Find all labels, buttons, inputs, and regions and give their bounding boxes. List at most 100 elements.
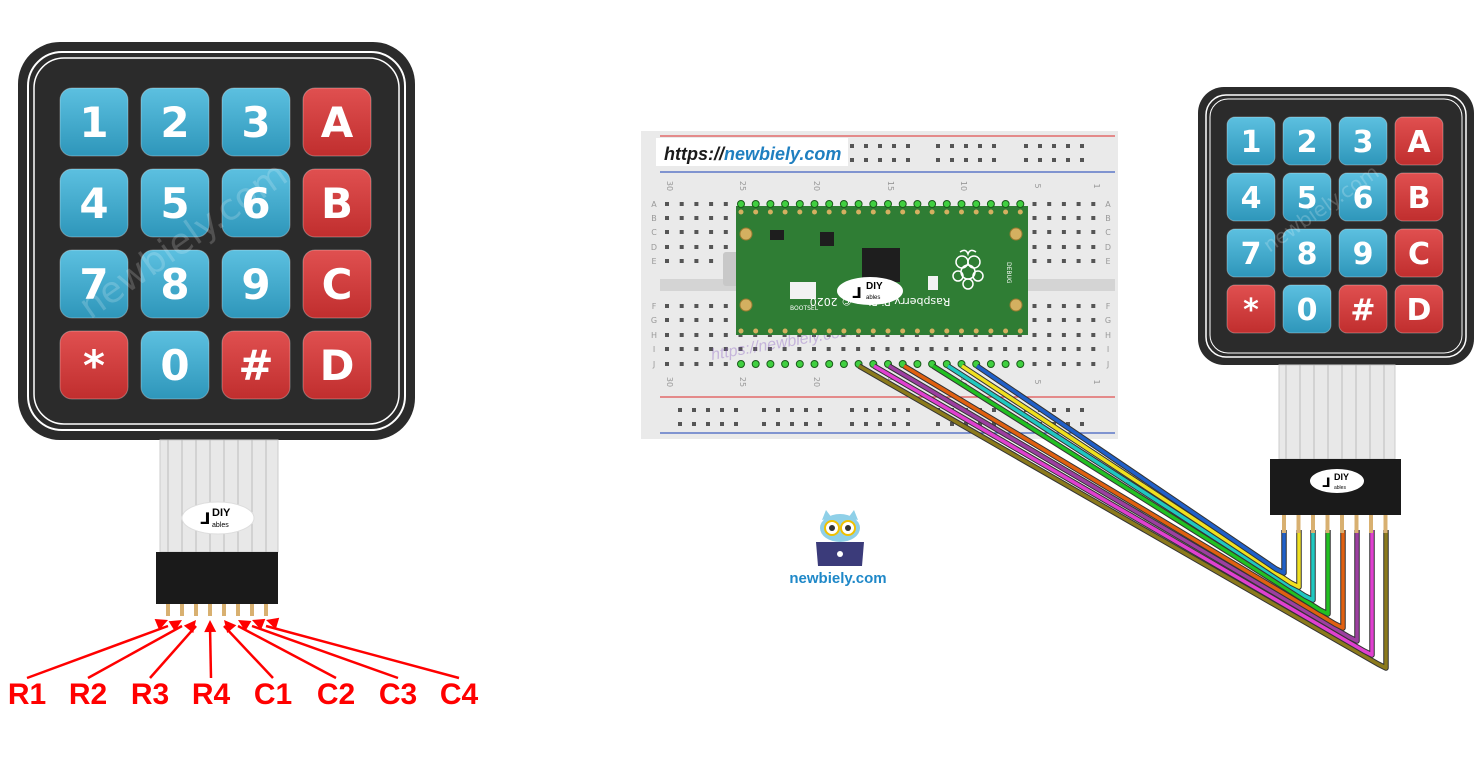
pin-label-r1: R1 <box>8 678 46 711</box>
row-letter: D <box>1105 243 1111 252</box>
keypad-small-key-5[interactable]: 5 <box>1282 172 1332 222</box>
keypad-small-key-label: 3 <box>1353 125 1374 160</box>
keypad-small-key-7[interactable]: B <box>1394 172 1444 222</box>
keypad-large-key-11[interactable]: C <box>302 249 372 319</box>
keypad-large-key-15[interactable]: D <box>302 330 372 400</box>
keypad-large-ribbon: ⅃ DIY ables <box>156 439 279 616</box>
newbiely-logo-text: newbiely.com <box>789 570 886 587</box>
debug-label: DEBUG <box>1005 262 1012 284</box>
keypad-large-key-label: D <box>320 341 355 390</box>
row-letter: C <box>1105 228 1111 237</box>
pin-arrow <box>237 620 337 680</box>
keypad-large-key-label: 3 <box>241 98 270 147</box>
keypad-small-key-label: D <box>1407 293 1432 328</box>
keypad-large-key-label: A <box>321 98 354 147</box>
keypad-large-key-7[interactable]: B <box>302 168 372 238</box>
keypad-small-key-15[interactable]: D <box>1394 284 1444 334</box>
keypad-large-key-label: * <box>83 341 105 390</box>
jumper-wire-3 <box>903 364 1345 630</box>
diyables-logo-pico <box>837 277 903 305</box>
keypad-large-key-label: 2 <box>160 98 189 147</box>
keypad-large-key-label: 5 <box>160 179 189 228</box>
row-letter: J <box>1106 360 1109 369</box>
keypad-small-key-12[interactable]: * <box>1226 284 1276 334</box>
jumper-wire-0 <box>858 364 1388 670</box>
keypad-large-key-10[interactable]: 9 <box>221 249 291 319</box>
keypad-small-key-label: * <box>1243 293 1259 328</box>
keypad-small-key-2[interactable]: 3 <box>1338 116 1388 166</box>
pin-label-r3: R3 <box>131 678 169 711</box>
keypad-small-key-13[interactable]: 0 <box>1282 284 1332 334</box>
keypad-large-key-2[interactable]: 3 <box>221 87 291 157</box>
row-letter: B <box>1105 214 1111 223</box>
keypad-small-key-10[interactable]: 9 <box>1338 228 1388 278</box>
pin-label-c1: C1 <box>254 678 292 711</box>
keypad-small-key-9[interactable]: 8 <box>1282 228 1332 278</box>
column-number: 30 <box>665 181 674 191</box>
keypad-large-key-4[interactable]: 4 <box>59 168 129 238</box>
keypad-large-key-label: 0 <box>160 341 189 390</box>
keypad-small-key-1[interactable]: 2 <box>1282 116 1332 166</box>
column-number: 25 <box>738 181 747 191</box>
keypad-small-key-label: 5 <box>1297 181 1318 216</box>
pico-logo-text: DIY <box>866 281 883 292</box>
svg-text:⅃: ⅃ <box>852 284 862 302</box>
keypad-small-key-label: 8 <box>1297 237 1318 272</box>
keypad-large-key-12[interactable]: * <box>59 330 129 400</box>
row-letter: C <box>651 228 657 237</box>
right-logo-sub: ables <box>1334 485 1346 491</box>
newbiely-logo: newbiely.com <box>789 510 887 587</box>
raspberry-pi-pico: BOOTSEL DEBUG Raspberry Pi Pico © 2020 ⅃… <box>723 200 1028 368</box>
keypad-small-key-label: 4 <box>1241 181 1262 216</box>
jumper-wire-4 <box>932 364 1330 616</box>
pin-arrow <box>149 620 197 679</box>
keypad-small-key-11[interactable]: C <box>1394 228 1444 278</box>
keypad-small-key-label: 6 <box>1353 181 1374 216</box>
keypad-small-key-label: 2 <box>1297 125 1318 160</box>
row-letter: I <box>653 345 655 354</box>
pico-logo-sub: ables <box>866 295 880 301</box>
bootsel-label: BOOTSEL <box>790 305 819 312</box>
column-number: 5 <box>1033 379 1042 384</box>
jumper-wire-7 <box>976 364 1286 575</box>
row-letter: B <box>651 214 657 223</box>
row-letter: I <box>1107 345 1109 354</box>
keypad-small-key-0[interactable]: 1 <box>1226 116 1276 166</box>
keypad-small-key-label: C <box>1408 237 1430 272</box>
keypad-large-key-14[interactable]: # <box>221 330 291 400</box>
row-letter: G <box>651 316 657 325</box>
column-number: 20 <box>812 377 821 387</box>
pin-label-r2: R2 <box>69 678 107 711</box>
keypad-small-key-4[interactable]: 4 <box>1226 172 1276 222</box>
keypad-large-key-label: 8 <box>160 260 189 309</box>
keypad-large-key-0[interactable]: 1 <box>59 87 129 157</box>
keypad-large-key-label: # <box>238 341 273 390</box>
keypad-large-key-5[interactable]: 5 <box>140 168 210 238</box>
keypad-large-key-9[interactable]: 8 <box>140 249 210 319</box>
row-letter: F <box>1106 302 1111 311</box>
row-letter: G <box>1105 316 1111 325</box>
diyables-logo-sub: ables <box>212 522 229 529</box>
keypad-large-key-3[interactable]: A <box>302 87 372 157</box>
column-number: 1 <box>1092 183 1101 188</box>
row-letter: D <box>651 243 657 252</box>
keypad-large-key-8[interactable]: 7 <box>59 249 129 319</box>
keypad-large-key-1[interactable]: 2 <box>140 87 210 157</box>
keypad-large-key-13[interactable]: 0 <box>140 330 210 400</box>
keypad-small-key-6[interactable]: 6 <box>1338 172 1388 222</box>
keypad-small-key-3[interactable]: A <box>1394 116 1444 166</box>
keypad-small-key-14[interactable]: # <box>1338 284 1388 334</box>
keypad-large-key-label: 4 <box>79 179 108 228</box>
pin-label-c4: C4 <box>440 678 479 711</box>
keypad-small-key-8[interactable]: 7 <box>1226 228 1276 278</box>
keypad-large-key-6[interactable]: 6 <box>221 168 291 238</box>
column-number: 10 <box>959 181 968 191</box>
pin-label-c3: C3 <box>379 678 417 711</box>
keypad-small-ribbon: ⅃ DIY ables <box>1270 364 1401 533</box>
keypad-small-key-label: 1 <box>1241 125 1262 160</box>
column-number: 1 <box>1092 379 1101 384</box>
